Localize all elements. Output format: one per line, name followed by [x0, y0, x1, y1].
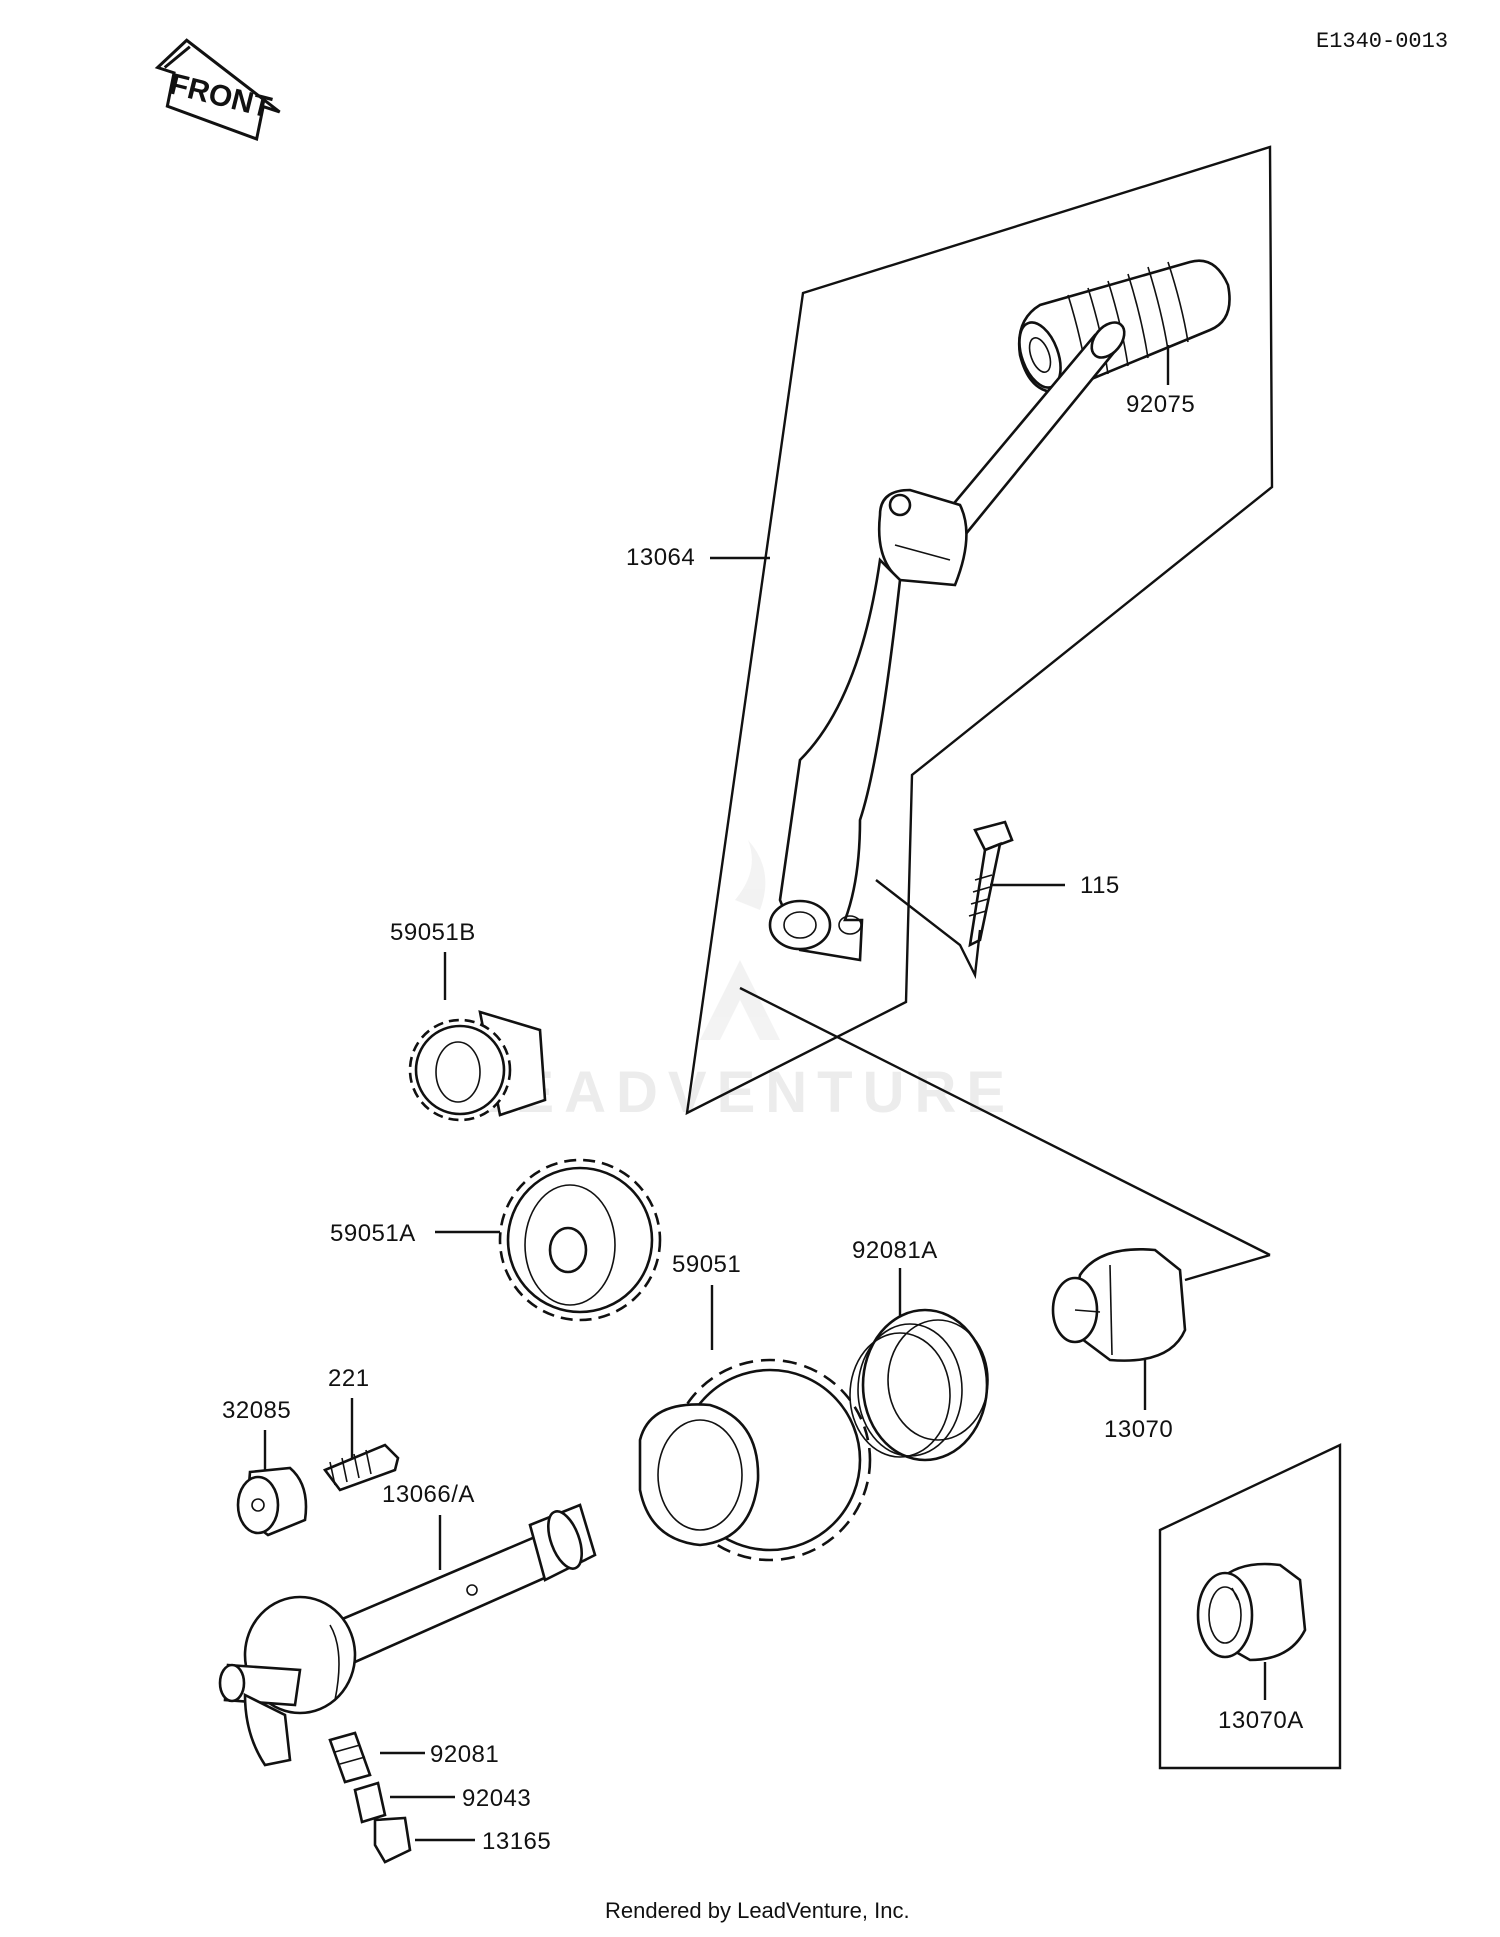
- spring-92081: [328, 1731, 372, 1784]
- shaft-13066A: [218, 1503, 597, 1767]
- screw-221: [322, 1443, 400, 1492]
- kick-pedal-arm: [768, 321, 1126, 962]
- spacer-32085: [236, 1466, 308, 1537]
- label-13064: 13064: [626, 544, 695, 571]
- leader-13070-link: [1184, 1253, 1271, 1282]
- footer-credit: Rendered by LeadVenture, Inc.: [605, 1898, 910, 1923]
- pedal-bolt: [968, 820, 1014, 948]
- label-92043: 92043: [462, 1785, 531, 1812]
- collar-13070: [1051, 1248, 1187, 1362]
- watermark-logo-icon: [700, 840, 780, 1040]
- label-13070A: 13070A: [1218, 1707, 1304, 1734]
- label-115: 115: [1080, 872, 1120, 899]
- collar-13070A-frame: [1158, 1443, 1342, 1770]
- spring-92081A: [849, 1308, 989, 1462]
- reference-code: E1340-0013: [1316, 29, 1448, 54]
- gear-59051A: [498, 1158, 662, 1322]
- pedal-assembly-frame: [685, 145, 1274, 1116]
- front-arrow-icon: FRONT: [154, 38, 281, 141]
- label-59051B: 59051B: [390, 919, 476, 946]
- collar-13070A: [1196, 1562, 1307, 1662]
- gear-59051B: [408, 1010, 547, 1122]
- label-13066A: 13066/A: [382, 1481, 475, 1508]
- pin-92043: [353, 1781, 387, 1824]
- leader-13070-pedal: [739, 986, 1271, 1257]
- label-13070: 13070: [1104, 1416, 1173, 1443]
- stopper-13165: [373, 1816, 412, 1864]
- label-32085: 32085: [222, 1397, 291, 1424]
- label-59051: 59051: [672, 1251, 741, 1278]
- gear-59051: [638, 1358, 872, 1562]
- label-59051A: 59051A: [330, 1220, 416, 1247]
- label-13165: 13165: [482, 1828, 551, 1855]
- label-92081A: 92081A: [852, 1237, 938, 1264]
- label-221: 221: [328, 1365, 370, 1392]
- label-92075: 92075: [1126, 391, 1195, 418]
- watermark-text: LEADVENTURE: [470, 1060, 1015, 1125]
- leader-115-hook: [875, 879, 982, 980]
- label-92081: 92081: [430, 1741, 499, 1768]
